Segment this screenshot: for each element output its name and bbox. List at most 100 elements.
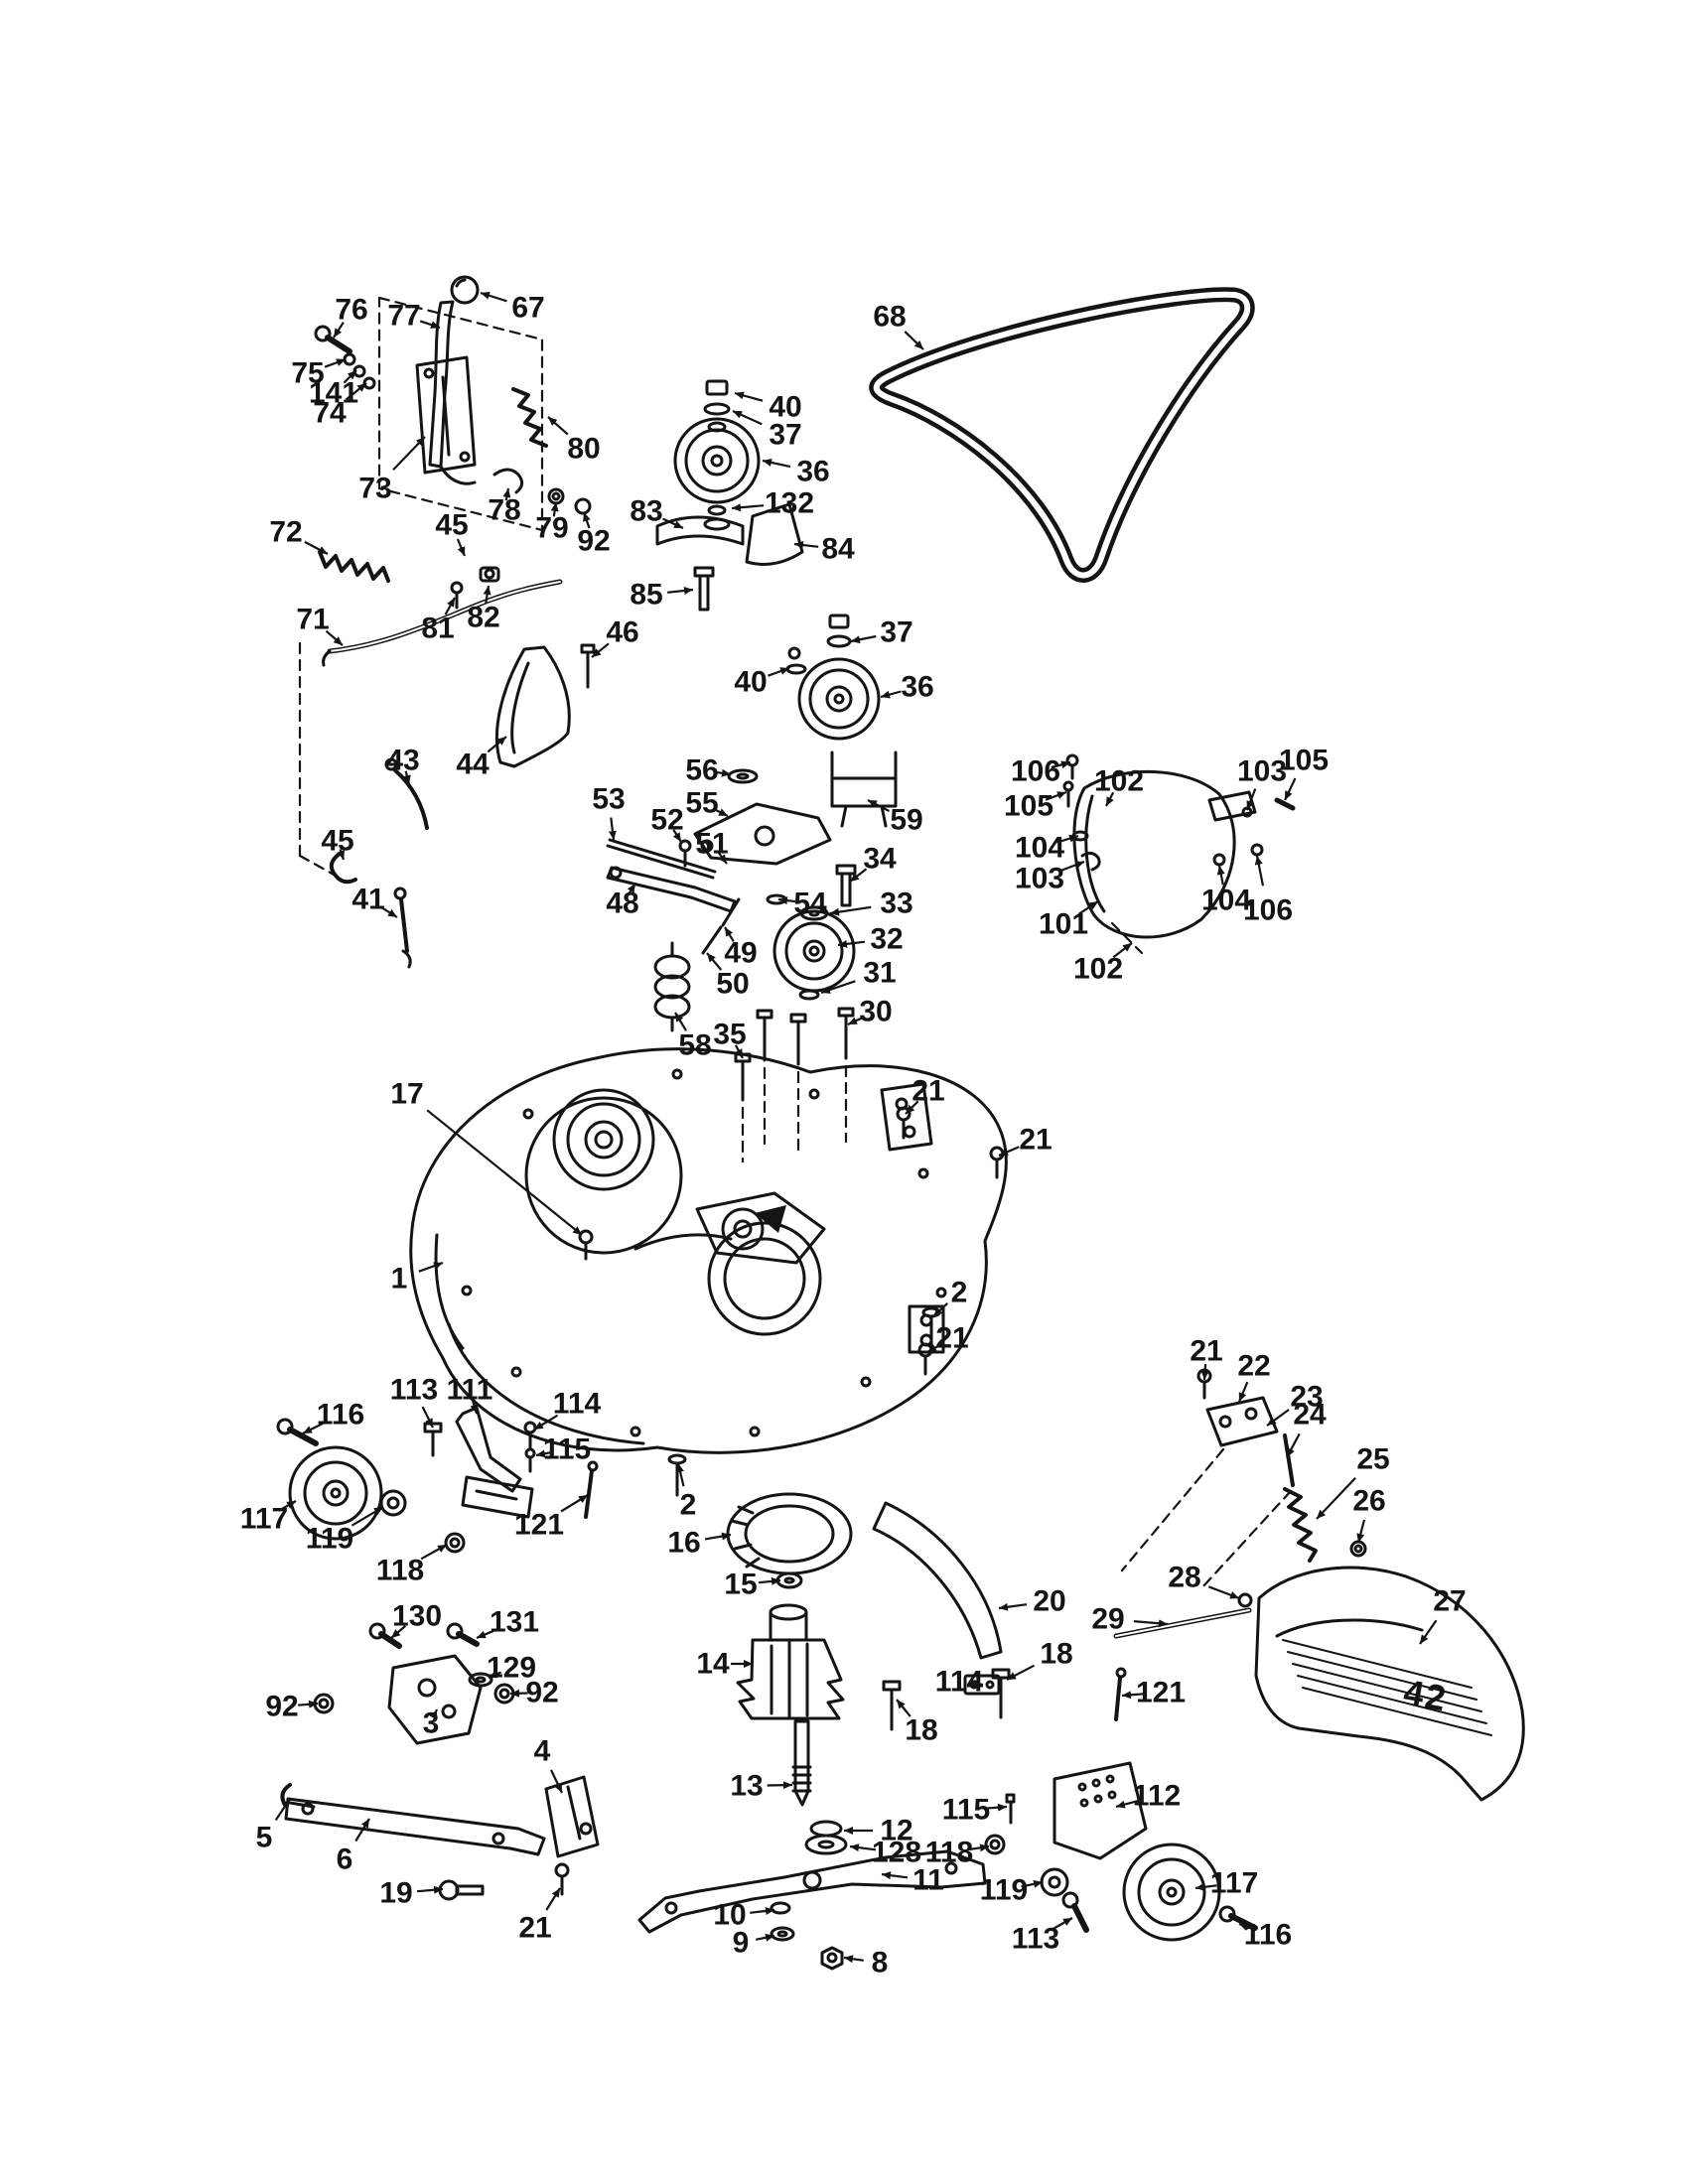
callout-106: 106	[1011, 755, 1060, 788]
callout-130: 130	[392, 1600, 442, 1633]
idler-pulley-part	[785, 614, 881, 741]
callout-leader-72	[304, 540, 329, 555]
callout-102: 102	[1094, 765, 1144, 798]
callout-leader-92	[509, 1689, 528, 1698]
callout-leader-52	[672, 829, 682, 843]
callout-leader-141	[343, 369, 357, 384]
callout-leader-21	[926, 1343, 942, 1353]
callout-21: 21	[1190, 1335, 1222, 1368]
callout-72: 72	[269, 516, 302, 549]
callout-106: 106	[1243, 894, 1293, 927]
callout-52: 52	[650, 804, 683, 837]
callout-leader-80	[547, 416, 569, 436]
callout-132: 132	[765, 487, 814, 520]
callout-leader-4	[550, 1769, 563, 1794]
callout-leader-15	[758, 1576, 781, 1585]
callout-36: 36	[796, 456, 829, 488]
callout-leader-43	[402, 770, 411, 785]
callout-51: 51	[695, 828, 728, 861]
callout-leader-29	[1133, 1619, 1169, 1628]
callout-49: 49	[724, 937, 757, 970]
callout-2: 2	[951, 1277, 968, 1309]
callout-37: 37	[880, 616, 912, 649]
callout-41: 41	[351, 884, 384, 916]
callout-13: 13	[730, 1770, 763, 1803]
callout-leader-13	[767, 1781, 793, 1790]
callout-leader-58	[674, 1012, 687, 1031]
callout-leader-82	[483, 585, 491, 604]
callout-33: 33	[880, 887, 912, 920]
callout-32: 32	[870, 923, 903, 956]
callout-111: 111	[447, 1374, 493, 1407]
callout-leader-105	[1045, 790, 1067, 801]
callout-117: 117	[240, 1503, 288, 1536]
callout-leader-103	[1245, 788, 1257, 811]
callout-16: 16	[667, 1527, 700, 1560]
callout-leader-105	[1284, 777, 1297, 801]
callout-54: 54	[793, 887, 827, 920]
callout-113: 113	[390, 1374, 438, 1407]
callout-leader-2	[676, 1462, 685, 1487]
callout-68: 68	[873, 301, 906, 334]
callout-leader-44	[487, 736, 507, 753]
callout-10: 10	[713, 1899, 746, 1932]
callout-leader-68	[904, 331, 924, 350]
callout-leader-104	[1216, 865, 1225, 886]
callout-102: 102	[1073, 953, 1123, 986]
callout-27: 27	[1433, 1585, 1466, 1618]
callout-67: 67	[511, 292, 544, 325]
callout-71: 71	[296, 604, 329, 636]
callout-12: 12	[880, 1815, 912, 1847]
callout-112: 112	[1133, 1780, 1181, 1813]
callout-44: 44	[456, 749, 490, 781]
callout-leader-112	[1115, 1799, 1139, 1809]
callout-104: 104	[1201, 885, 1251, 917]
callout-leader-59	[867, 799, 891, 812]
callout-leader-77	[419, 320, 441, 330]
callout-17: 17	[390, 1078, 423, 1111]
callout-18: 18	[905, 1714, 937, 1747]
callout-131: 131	[490, 1606, 539, 1639]
callout-105: 105	[1004, 790, 1053, 823]
callout-1: 1	[391, 1263, 408, 1296]
callout-leader-53	[608, 817, 617, 841]
callout-116: 116	[317, 1399, 364, 1432]
callout-15: 15	[724, 1569, 757, 1601]
callout-23: 23	[1290, 1381, 1323, 1414]
callout-leader-121	[560, 1494, 589, 1513]
right-wheel-assembly-part	[984, 1761, 1258, 1942]
callout-leader-81	[444, 597, 456, 615]
callout-leader-121	[1121, 1691, 1144, 1700]
callout-leader-71	[325, 629, 344, 646]
callout-114: 114	[935, 1666, 984, 1699]
callout-40: 40	[769, 391, 801, 424]
callout-leader-37	[732, 409, 763, 426]
baffle-bracket-part	[872, 1501, 1127, 1731]
callout-115: 115	[543, 1433, 591, 1466]
callout-leader-20	[998, 1602, 1028, 1611]
callout-leader-85	[666, 586, 694, 595]
callout-8: 8	[872, 1947, 889, 1979]
callout-84: 84	[821, 533, 855, 566]
callout-14: 14	[696, 1648, 730, 1681]
callout-leader-21	[905, 1100, 919, 1115]
callout-103: 103	[1237, 755, 1287, 788]
suspension-bracket-parts	[280, 1622, 600, 1901]
callout-leader-106	[1051, 760, 1071, 769]
callout-6: 6	[337, 1843, 353, 1876]
callout-leader-40	[768, 666, 790, 677]
callout-leader-55	[713, 807, 729, 817]
callout-141: 141	[309, 377, 358, 410]
callout-leader-75	[324, 357, 347, 368]
callout-leader-104	[1056, 834, 1079, 844]
callout-leader-45	[337, 849, 346, 861]
callout-leader-17	[426, 1109, 583, 1236]
callout-92: 92	[525, 1677, 558, 1709]
callout-leader-117	[1194, 1882, 1217, 1891]
callout-4: 4	[534, 1735, 551, 1768]
callout-2: 2	[680, 1489, 697, 1522]
callout-leader-5	[274, 1798, 291, 1822]
lift-link-parts	[298, 641, 596, 969]
callout-leader-21	[1200, 1363, 1209, 1381]
callout-leader-40	[734, 391, 764, 402]
